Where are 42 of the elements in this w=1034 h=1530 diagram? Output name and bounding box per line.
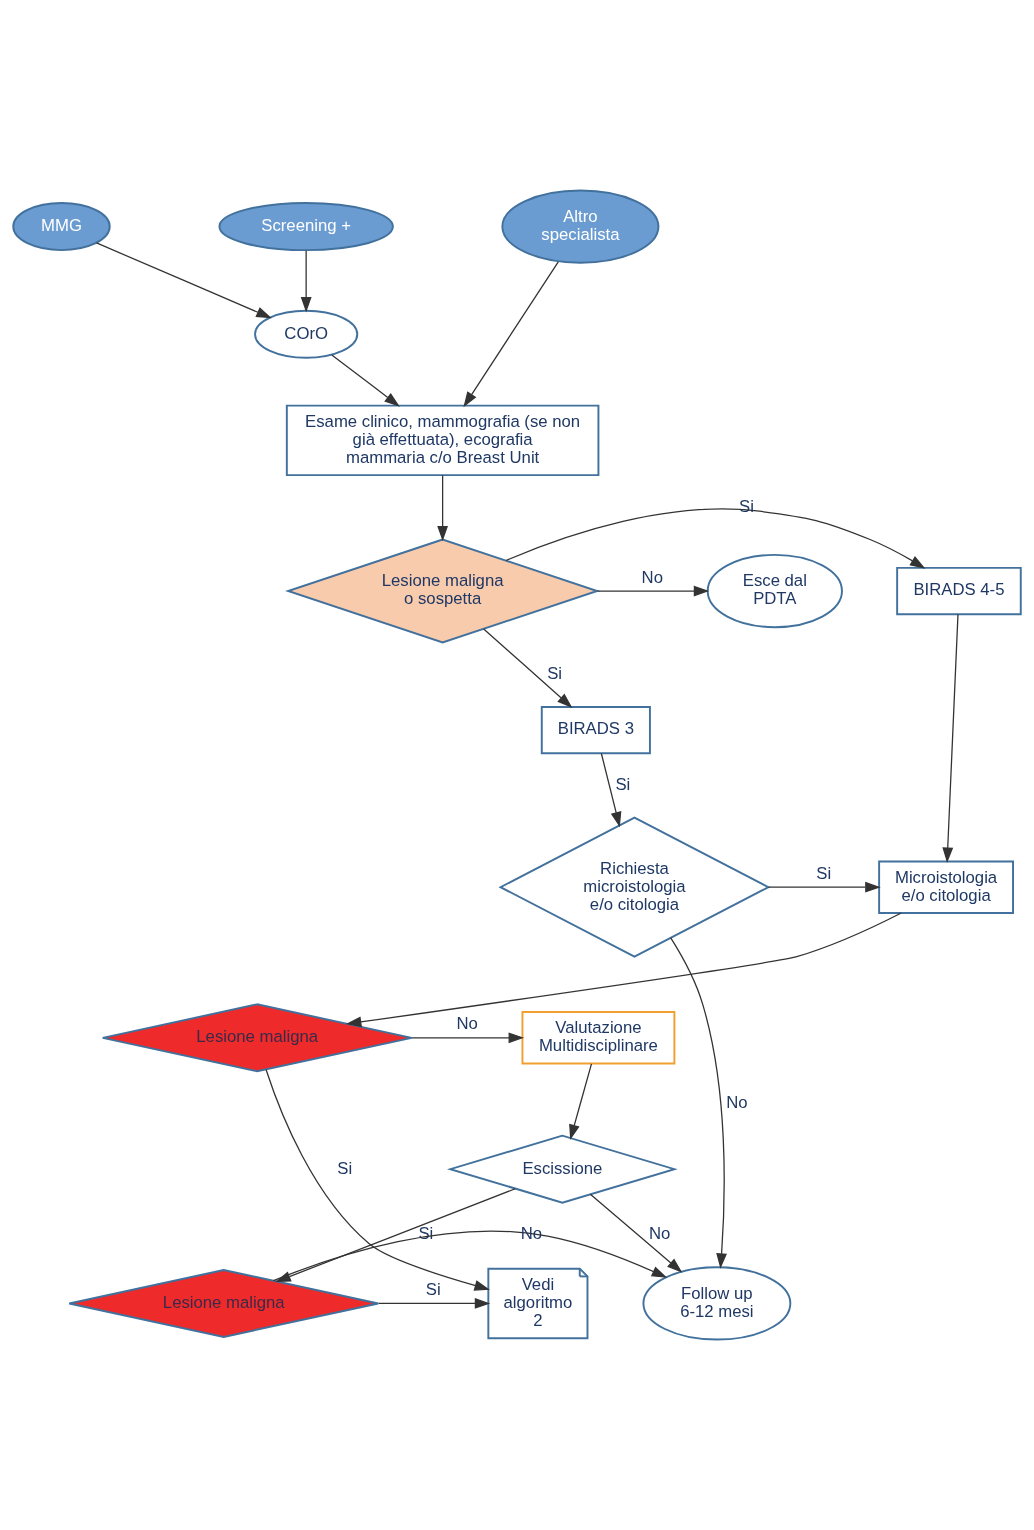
- edge-label: Si: [337, 1158, 353, 1178]
- arrow: [589, 1193, 683, 1273]
- node-box: BIRADS 4-5: [896, 566, 1022, 616]
- node-ellipse: Altro specialista: [501, 189, 660, 264]
- arrow: [345, 912, 902, 1028]
- edge-label: No: [726, 1092, 748, 1112]
- edge-label: No: [456, 1014, 478, 1034]
- arrow: [300, 250, 312, 313]
- node-box: Microistologia e/o citologia: [878, 860, 1014, 914]
- arrow: [767, 881, 881, 893]
- node-box: Valutazione Multidisciplinare: [521, 1011, 676, 1065]
- arrow: [600, 752, 622, 828]
- arrow: [463, 261, 559, 408]
- node-ellipse: MMG: [12, 202, 111, 252]
- arrow: [483, 628, 573, 708]
- arrow: [272, 1230, 668, 1282]
- edge-label: Si: [425, 1279, 441, 1299]
- edge-label: Si: [615, 774, 631, 794]
- edge-label: Si: [547, 664, 563, 684]
- arrow: [95, 242, 272, 319]
- arrow: [411, 1032, 525, 1044]
- arrow: [377, 1298, 491, 1309]
- arrow: [942, 613, 959, 864]
- arrow: [596, 585, 710, 597]
- edge-label: No: [641, 567, 663, 587]
- edge-label: Si: [816, 863, 832, 883]
- node-ellipse: Screening +: [218, 202, 394, 252]
- node-diamond: Richiesta microistologia e/o citologia: [498, 816, 771, 958]
- node-box: Esame clinico, mammografia (se non già effettuata), ecografia mammaria c/o Breast Unit: [285, 404, 600, 477]
- arrow: [505, 508, 926, 569]
- arrow: [265, 1069, 490, 1291]
- arrow: [670, 937, 727, 1269]
- arrow: [437, 474, 449, 542]
- arrow: [331, 354, 400, 407]
- node-diamond: Lesione maligna o sospetta: [285, 538, 601, 644]
- edge-label: No: [648, 1224, 671, 1244]
- arrow: [275, 1188, 516, 1283]
- node-diamond: Escissione: [446, 1134, 678, 1204]
- arrow: [569, 1063, 593, 1141]
- node-box: BIRADS 3: [540, 705, 651, 755]
- node-diamond: Lesione maligna: [101, 1003, 413, 1073]
- node-ellipse: Esce dal PDTA: [706, 553, 843, 629]
